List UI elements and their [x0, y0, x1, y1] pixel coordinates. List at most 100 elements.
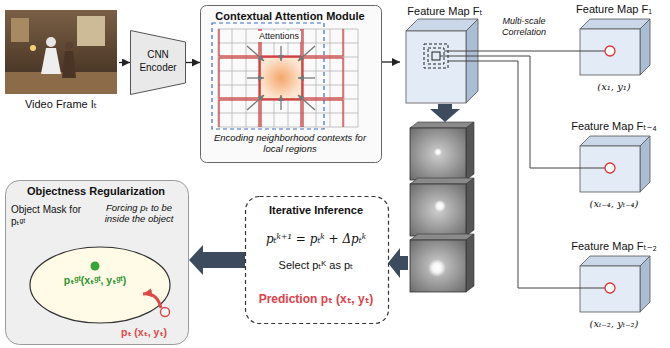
- grid-line: [246, 29, 247, 127]
- grid-line: [344, 29, 345, 127]
- window-square: [432, 52, 440, 60]
- video-frame: Video Frame Iₜ: [5, 8, 119, 115]
- person-head: [46, 37, 56, 47]
- attention-arrow: [298, 95, 315, 110]
- predicted-point: [161, 308, 170, 317]
- grid-line: [330, 29, 331, 127]
- leader-line: [440, 56, 492, 57]
- node-text: Feature Map F₁: [560, 3, 668, 16]
- node-text: Attentions: [257, 31, 301, 42]
- video-frame-image: [5, 10, 117, 94]
- regularization-panel: [6, 181, 189, 345]
- node-text: Feature Map Fₜ: [400, 5, 490, 18]
- point-marker: [605, 163, 615, 173]
- module-panel: [201, 6, 382, 163]
- map-peak: [434, 200, 446, 212]
- leader-line: [560, 168, 605, 169]
- connector-line: [119, 62, 130, 63]
- attention-arrow: [280, 46, 281, 61]
- correlation-map: [410, 234, 474, 292]
- node-text: Prediction pₜ (xₜ, yₜ): [245, 292, 387, 306]
- map-top: [410, 122, 474, 128]
- attention-arrow: [298, 77, 315, 78]
- feature-map-current: Feature Map Fₜ: [400, 5, 492, 115]
- node-text: (xₜ₋₄, yₜ₋₄): [560, 198, 668, 210]
- objectness-panel: Objectness RegularizationObject Mask for…: [5, 180, 189, 345]
- window: [77, 16, 105, 46]
- feature-map: Feature Map F₁(x₁, y₁): [560, 3, 670, 98]
- attention-arrow: [247, 46, 264, 61]
- node-text: Iterative Inference: [245, 204, 387, 217]
- attention-arrow: [247, 95, 264, 110]
- map-side: [466, 234, 474, 292]
- leader-line: [560, 51, 605, 52]
- person-head: [65, 42, 73, 50]
- connector: [492, 61, 560, 288]
- connector-line: [492, 56, 560, 168]
- node-text: Encoding neighborhood contexts for local…: [208, 132, 372, 155]
- leader-line: [444, 51, 492, 52]
- neighbor-regions: [219, 29, 343, 127]
- gt-point: [91, 262, 100, 271]
- node-text: Forcing pₜ to be inside the object: [97, 202, 181, 225]
- force-arrow: [143, 294, 161, 308]
- picture: [11, 18, 29, 42]
- grid-line: [358, 29, 359, 127]
- map-face: [410, 184, 466, 236]
- iterative-inference-box: Iterative Inference pₜᵏ⁺¹ = pₜᵏ + ΔpₜᵏSel…: [245, 196, 389, 324]
- annotation-label: Multi-scale Correlation: [492, 16, 556, 38]
- flow-arrow: [430, 104, 460, 122]
- connector: [492, 51, 560, 52]
- map-face: [410, 128, 466, 180]
- map-peak: [428, 259, 446, 277]
- map-top: [410, 234, 474, 240]
- correlation-map: [410, 122, 474, 180]
- attention-module-panel: Contextual Attention ModuleAttentionsEnc…: [200, 5, 382, 163]
- cube-front: [580, 146, 640, 192]
- cube-front: [580, 29, 640, 75]
- point-marker: [605, 46, 615, 56]
- person-body: [62, 51, 76, 78]
- node-text: pₜᵍᵗ(xₜᵍᵗ, yₜᵍᵗ): [45, 274, 145, 287]
- cube-side: [640, 19, 650, 75]
- grid-line: [218, 43, 358, 44]
- connector-line: [492, 51, 560, 52]
- center-region: [260, 57, 302, 99]
- cube-front: [406, 31, 466, 103]
- node-text: Object Mask for pₜᵍᵗ: [11, 204, 91, 228]
- node-text: Feature Map Fₜ₋₂: [560, 240, 668, 253]
- connector-line: [186, 62, 200, 63]
- node-text: pₜᵏ⁺¹ = pₜᵏ + Δpₜᵏ: [245, 232, 387, 246]
- grid-line: [218, 127, 358, 128]
- map-face: [410, 240, 466, 292]
- map-peak: [434, 148, 442, 156]
- grid-line: [218, 113, 358, 114]
- encoder-trapezoid: [131, 31, 186, 95]
- connector: [382, 62, 400, 63]
- point-marker: [605, 283, 615, 293]
- node-text: Video Frame Iₜ: [5, 98, 117, 111]
- leader-line: [448, 61, 492, 62]
- map-side: [466, 178, 474, 236]
- node-text: Contextual Attention Module: [200, 10, 380, 23]
- feature-map: Feature Map Fₜ₋₄(xₜ₋₄, yₜ₋₄): [560, 120, 670, 215]
- cube-side: [640, 256, 650, 312]
- node-text: pₜ (xₜ, yₜ): [105, 326, 183, 339]
- node-text: Select pₜᴷ as pₜ: [245, 259, 387, 272]
- flow-arrow: [189, 245, 245, 275]
- leader-line: [560, 288, 605, 289]
- cube-top: [580, 19, 650, 29]
- attention-arrow: [247, 77, 264, 78]
- cube-front: [580, 266, 640, 312]
- cnn-encoder: CNN Encoder: [130, 30, 186, 95]
- cube-top: [580, 256, 650, 266]
- grid-line: [218, 29, 219, 127]
- flow-arrow: [388, 248, 408, 278]
- node-text: CNN Encoder: [132, 49, 184, 74]
- connector: [186, 62, 200, 63]
- map-side: [466, 122, 474, 180]
- connector: [492, 56, 560, 168]
- attention-arrow: [298, 46, 315, 61]
- grid-line: [316, 29, 317, 127]
